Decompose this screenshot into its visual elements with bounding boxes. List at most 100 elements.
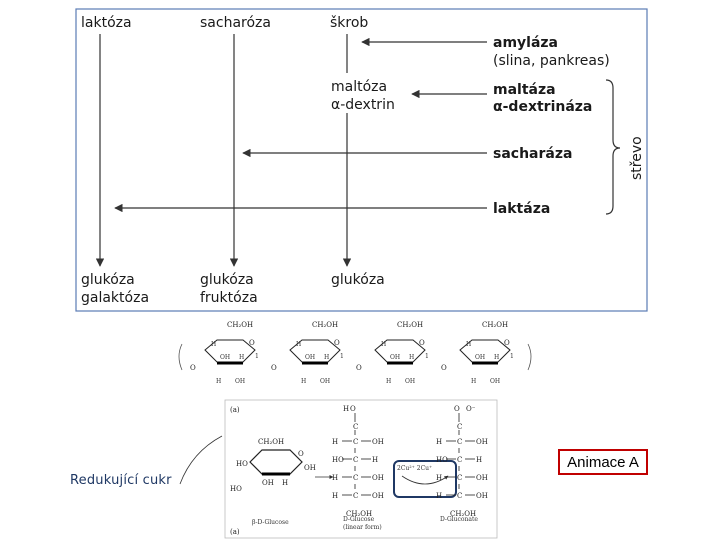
- chain-carbon: C: [457, 492, 462, 500]
- enzyme-lactase: laktáza: [493, 201, 550, 217]
- carboxylate-oxygen: O⁻: [466, 405, 476, 413]
- chain-ch2oh-label: CH₂OH: [397, 321, 423, 329]
- right-substituent: H: [476, 456, 482, 464]
- animation-a-button[interactable]: Animace A: [558, 449, 648, 475]
- linear-glucose-form: (linear form): [343, 524, 382, 531]
- ring-oxygen-label: O: [419, 339, 425, 347]
- beta-glucose-oh-4: HO: [236, 460, 248, 468]
- chain-left-bracket: [178, 343, 183, 371]
- chain-left-oxygen: O: [190, 364, 196, 372]
- intestine-brace: [605, 79, 621, 215]
- ring-oxygen-label: O: [249, 339, 255, 347]
- ring-h-label: H: [216, 378, 221, 385]
- reaction-panel-border: [224, 399, 498, 539]
- chain-ch2oh-label: CH₂OH: [227, 321, 253, 329]
- scheme-border: [75, 8, 648, 312]
- chain-carbon: C: [353, 456, 358, 464]
- left-substituent: H: [436, 492, 442, 500]
- glycosidic-oxygen-label: O: [356, 364, 362, 372]
- glucose-oxidation-panel: (a) (a) CH₂OH O HO OH OH HO H β-D-Glucos…: [224, 399, 498, 539]
- terminal-ch2oh: CH₂OH: [346, 510, 372, 518]
- ring-h-label: H: [324, 354, 329, 361]
- ring-oh-label: OH: [405, 378, 415, 385]
- left-substituent: H: [332, 474, 338, 482]
- right-substituent: OH: [372, 474, 384, 482]
- left-substituent: H: [436, 474, 442, 482]
- ring-oh-label: OH: [235, 378, 245, 385]
- ring-oxygen-label: O: [504, 339, 510, 347]
- intestine-label: střevo: [629, 136, 645, 180]
- carbonyl-oxygen: O: [454, 405, 460, 413]
- carbonyl-oxygen: O: [350, 405, 356, 413]
- oxidation-arrow: [401, 475, 449, 485]
- beta-glucose-structure: CH₂OH O HO OH OH HO H β-D-Glucose: [230, 438, 316, 526]
- glycosidic-oxygen-label: O: [441, 364, 447, 372]
- beta-glucose-ch2oh: CH₂OH: [258, 438, 284, 446]
- enzyme-sucrase: sacharáza: [493, 146, 572, 162]
- ring-h-label: H: [409, 354, 414, 361]
- beta-glucose-ring-o: O: [298, 450, 304, 458]
- substrate-starch: škrob: [330, 15, 368, 31]
- reducing-sugar-label: Redukující cukr: [70, 473, 172, 488]
- aldehyde-h: H: [343, 405, 349, 413]
- intermediate-maltose: maltóza: [331, 79, 387, 95]
- ring-h-label: H: [386, 378, 391, 385]
- enzyme-dextrinase: α-dextrináza: [493, 99, 592, 115]
- anomeric-carbon-marker: 1: [340, 353, 344, 360]
- reaction-panel-label: (a): [230, 406, 240, 414]
- ring-oh-label: OH: [305, 354, 315, 361]
- chain-carbon: C: [457, 456, 462, 464]
- right-substituent: H: [372, 456, 378, 464]
- ring-h-label: H: [301, 378, 306, 385]
- ring-oh-label: OH: [320, 378, 330, 385]
- chain-carbon: C: [353, 474, 358, 482]
- product-lactose-glucose: glukóza: [81, 272, 135, 288]
- gluconate-name: D-Gluconate: [440, 516, 478, 523]
- left-substituent: H: [332, 438, 338, 446]
- beta-glucose-oh-3: OH: [262, 479, 274, 487]
- chain-carbon: C: [457, 474, 462, 482]
- right-substituent: OH: [476, 474, 488, 482]
- enzyme-amylase: amyláza: [493, 35, 558, 51]
- chain-carbon: C: [353, 492, 358, 500]
- ring-h-label: H: [211, 341, 216, 348]
- terminal-ch2oh: CH₂OH: [450, 510, 476, 518]
- product-starch-glucose: glukóza: [331, 272, 385, 288]
- ring-h-label: H: [466, 341, 471, 348]
- left-substituent: HO: [436, 456, 448, 464]
- ring-oh-label: OH: [390, 354, 400, 361]
- right-substituent: OH: [476, 492, 488, 500]
- intermediate-dextrin: α-dextrin: [331, 97, 395, 113]
- chain-ch2oh-label: CH₂OH: [312, 321, 338, 329]
- right-substituent: OH: [372, 492, 384, 500]
- beta-glucose-oh-1: OH: [304, 464, 316, 472]
- chain-right-bracket: [527, 343, 532, 371]
- carbon-1: C: [457, 423, 462, 431]
- reducing-sugar-connector: [179, 435, 223, 485]
- substrate-lactose: laktóza: [81, 15, 132, 31]
- ring-oh-label: OH: [490, 378, 500, 385]
- right-substituent: OH: [372, 438, 384, 446]
- beta-glucose-h: H: [282, 479, 288, 487]
- linear-glucose-name: D-Glucose: [343, 516, 375, 523]
- beta-glucose-name: β-D-Glucose: [252, 519, 289, 526]
- product-lactose-galactose: galaktóza: [81, 290, 149, 306]
- ring-oh-label: OH: [475, 354, 485, 361]
- glycosidic-oxygen-label: O: [271, 364, 277, 372]
- ring-h-label: H: [494, 354, 499, 361]
- chain-carbon: C: [353, 438, 358, 446]
- left-substituent: HO: [332, 456, 344, 464]
- product-sucrose-fructose: fruktóza: [200, 290, 258, 306]
- ring-h-label: H: [471, 378, 476, 385]
- chain-ch2oh-label: CH₂OH: [482, 321, 508, 329]
- left-substituent: H: [332, 492, 338, 500]
- oxidation-reagent: 2Cu²⁺ 2Cu⁺: [397, 465, 432, 472]
